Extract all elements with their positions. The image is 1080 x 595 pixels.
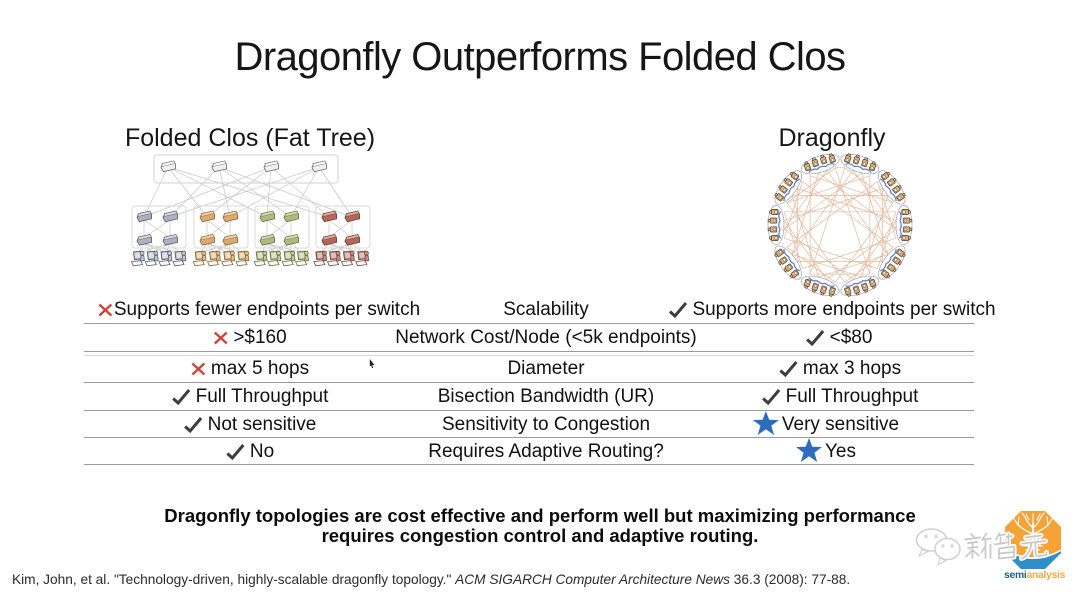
svg-text:semianalysis: semianalysis: [1004, 570, 1066, 581]
